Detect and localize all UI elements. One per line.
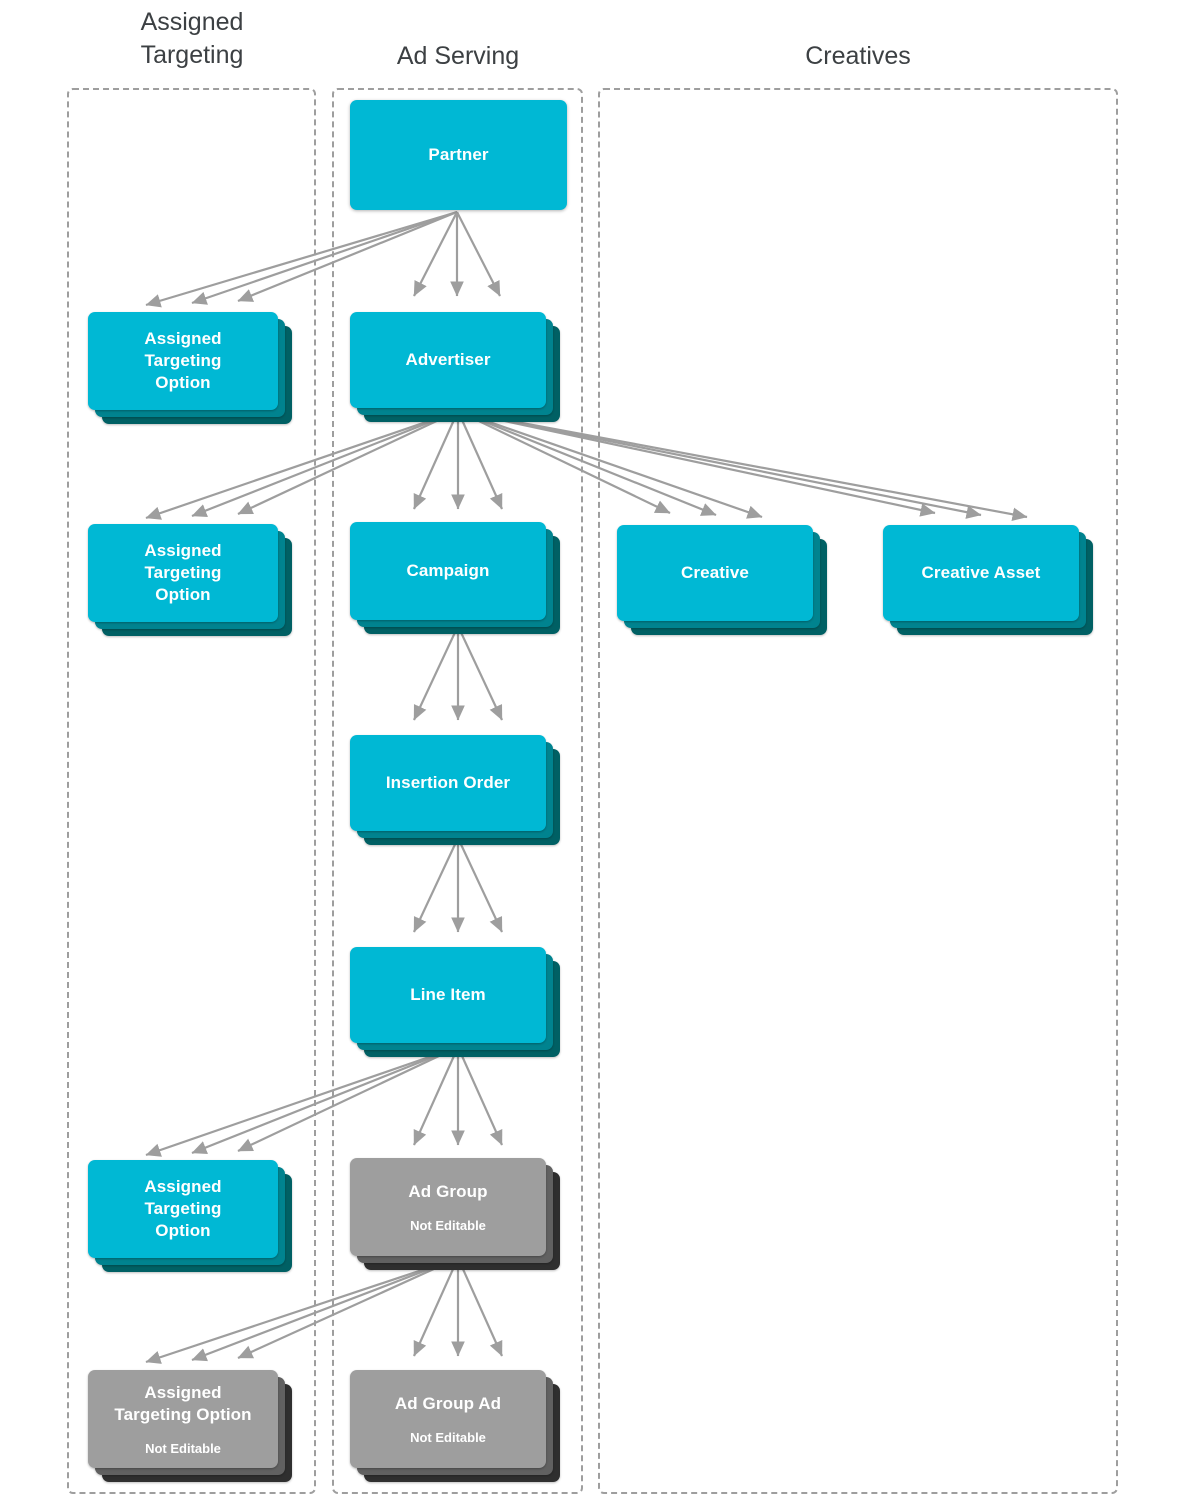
node-ad-group-ad-card: Ad Group Ad Not Editable [350,1370,546,1468]
lane-ad-serving [332,88,583,1494]
node-partner-card: Partner [350,100,567,210]
node-creative-asset[interactable]: Creative Asset [883,525,1093,635]
node-insertion-order-card: Insertion Order [350,735,546,831]
node-ato-advertiser-title: Assigned Targeting Option [144,541,222,604]
node-partner[interactable]: Partner [350,100,567,210]
node-ato-ad-group-card: Assigned Targeting Option Not Editable [88,1370,278,1468]
node-campaign[interactable]: Campaign [350,522,560,634]
node-campaign-title: Campaign [406,561,490,580]
node-creative-title: Creative [681,563,749,582]
node-creative-asset-card: Creative Asset [883,525,1079,621]
node-ato-line-item[interactable]: Assigned Targeting Option [88,1160,292,1272]
node-ato-ad-group[interactable]: Assigned Targeting Option Not Editable [88,1370,292,1482]
node-creative-card: Creative [617,525,813,621]
node-creative[interactable]: Creative [617,525,827,635]
node-insertion-order-title: Insertion Order [385,773,511,792]
lane-assigned-targeting [67,88,316,1494]
node-advertiser-card: Advertiser [350,312,546,408]
node-ato-partner[interactable]: Assigned Targeting Option [88,312,292,424]
node-ato-advertiser-card: Assigned Targeting Option [88,524,278,622]
node-partner-title: Partner [428,145,489,164]
lane-title-creatives: Creatives [805,42,911,70]
node-ato-line-item-title: Assigned Targeting Option [144,1177,222,1240]
node-advertiser-title: Advertiser [405,350,491,369]
node-line-item-card: Line Item [350,947,546,1043]
node-ad-group-ad[interactable]: Ad Group Ad Not Editable [350,1370,560,1482]
node-line-item-title: Line Item [410,985,486,1004]
lane-title-assigned-targeting: Assigned Targeting [140,8,244,69]
node-ato-partner-title: Assigned Targeting Option [144,329,222,392]
node-creative-asset-title: Creative Asset [921,563,1041,582]
node-ad-group-ad-title: Ad Group Ad [394,1393,502,1413]
node-ato-advertiser[interactable]: Assigned Targeting Option [88,524,292,636]
node-ato-ad-group-title: Assigned Targeting Option [114,1382,252,1424]
node-ad-group-editability-label: Not Editable [410,1217,486,1233]
lane-title-ad-serving: Ad Serving [396,42,520,70]
node-ato-ad-group-editability-label: Not Editable [145,1440,221,1456]
node-campaign-card: Campaign [350,522,546,620]
node-ato-line-item-card: Assigned Targeting Option [88,1160,278,1258]
node-insertion-order[interactable]: Insertion Order [350,735,560,845]
node-ad-group[interactable]: Ad Group Not Editable [350,1158,560,1270]
node-advertiser[interactable]: Advertiser [350,312,560,422]
node-ato-partner-card: Assigned Targeting Option [88,312,278,410]
node-ad-group-card: Ad Group Not Editable [350,1158,546,1256]
node-ad-group-ad-editability-label: Not Editable [410,1429,486,1445]
node-ad-group-title: Ad Group [408,1181,488,1201]
lane-creatives [598,88,1118,1494]
node-line-item[interactable]: Line Item [350,947,560,1057]
